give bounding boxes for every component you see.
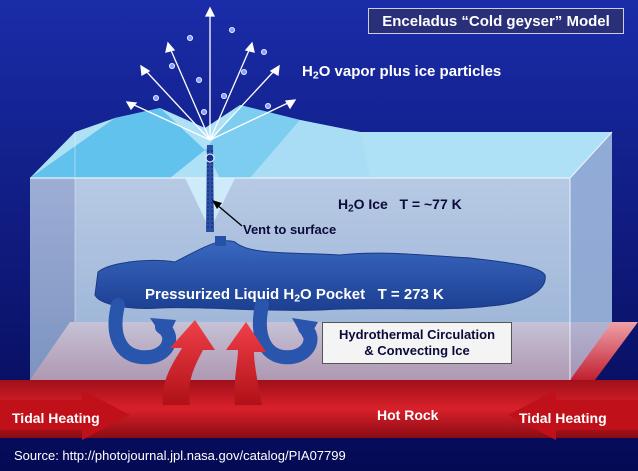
ice-particle: [260, 49, 267, 56]
source-credit: Source: http://photojournal.jpl.nasa.gov…: [14, 448, 346, 463]
hydrothermal-label-line1: Hydrothermal Circulation: [338, 327, 496, 342]
hydrothermal-label-line2: & Convecting Ice: [364, 343, 470, 358]
plume-arrowhead: [140, 64, 151, 77]
vent-pointer-line: [215, 203, 243, 227]
plume-ray: [144, 69, 211, 141]
vent-dashes: [207, 150, 213, 230]
ice-label: H2O Ice T = ~77 K: [338, 196, 462, 214]
plume-ray: [209, 69, 276, 141]
ice-particle: [168, 63, 175, 70]
vapor-label-pre: H: [302, 63, 313, 80]
tidal-arrow-right: [508, 390, 638, 440]
ice-particle: [200, 109, 207, 116]
pocket-label-sub: 2: [294, 292, 301, 305]
hot-rock-label: Hot Rock: [377, 407, 439, 423]
convection-arrowhead-right: [292, 318, 318, 343]
ice-particle: [152, 95, 159, 102]
ice-ridge-right: [250, 120, 370, 178]
plume-ray: [209, 47, 251, 141]
convection-arrowhead-left: [150, 318, 176, 342]
ice-label-sub: 2: [348, 203, 354, 215]
heat-arrow-right: [226, 322, 266, 405]
plume-arrowhead: [125, 101, 138, 111]
ice-right-side: [570, 132, 612, 380]
ice-particle: [264, 103, 271, 110]
ice-ridge-center: [205, 105, 300, 178]
plume-arrowhead: [165, 41, 176, 53]
tidal-arrow-left: [0, 390, 130, 440]
hot-rock-layer: [0, 380, 638, 438]
vapor-plume: [125, 6, 297, 141]
plume-ray: [131, 103, 211, 141]
ice-particle: [228, 26, 235, 33]
plume-arrowhead: [269, 64, 280, 77]
ice-particle: [195, 77, 202, 84]
pocket-label-pre: Pressurized Liquid H: [145, 286, 295, 303]
convection-loop-right: [252, 298, 318, 365]
plume-arrowhead: [284, 99, 297, 110]
tidal-heating-label-right: Tidal Heating: [519, 410, 607, 426]
ice-particles: [152, 26, 271, 116]
plume-arrowhead: [204, 6, 216, 17]
vent-label: Vent to surface: [243, 222, 337, 237]
tidal-heating-label-left: Tidal Heating: [12, 410, 100, 426]
ice-particle: [240, 69, 247, 76]
vent-particle: [205, 153, 215, 163]
heat-arrow-left: [162, 320, 215, 405]
ice-particle: [186, 35, 193, 42]
ice-ridge-left: [30, 108, 205, 178]
hydrothermal-label-box: Hydrothermal Circulation & Convecting Ic…: [322, 322, 512, 364]
vent-base: [215, 236, 226, 246]
vapor-label-sub: 2: [312, 69, 319, 82]
ice-label-pre: H: [338, 196, 349, 212]
ice-label-post: O Ice T = ~77 K: [353, 196, 462, 212]
pocket-label: Pressurized Liquid H2O Pocket T = 273 K: [145, 286, 444, 305]
plume-arrowhead: [244, 41, 255, 53]
pocket-label-post: O Pocket T = 273 K: [300, 286, 444, 303]
ice-particle: [220, 93, 227, 100]
diagram-title: Enceladus “Cold geyser” Model: [368, 8, 624, 34]
plume-ray: [169, 47, 211, 141]
vapor-label-post: O vapor plus ice particles: [318, 63, 502, 80]
vent-pointer-arrowhead: [212, 200, 222, 209]
vapor-label: H2O vapor plus ice particles: [302, 63, 501, 82]
convection-loop-left: [108, 298, 177, 365]
plume-ray: [209, 101, 291, 141]
